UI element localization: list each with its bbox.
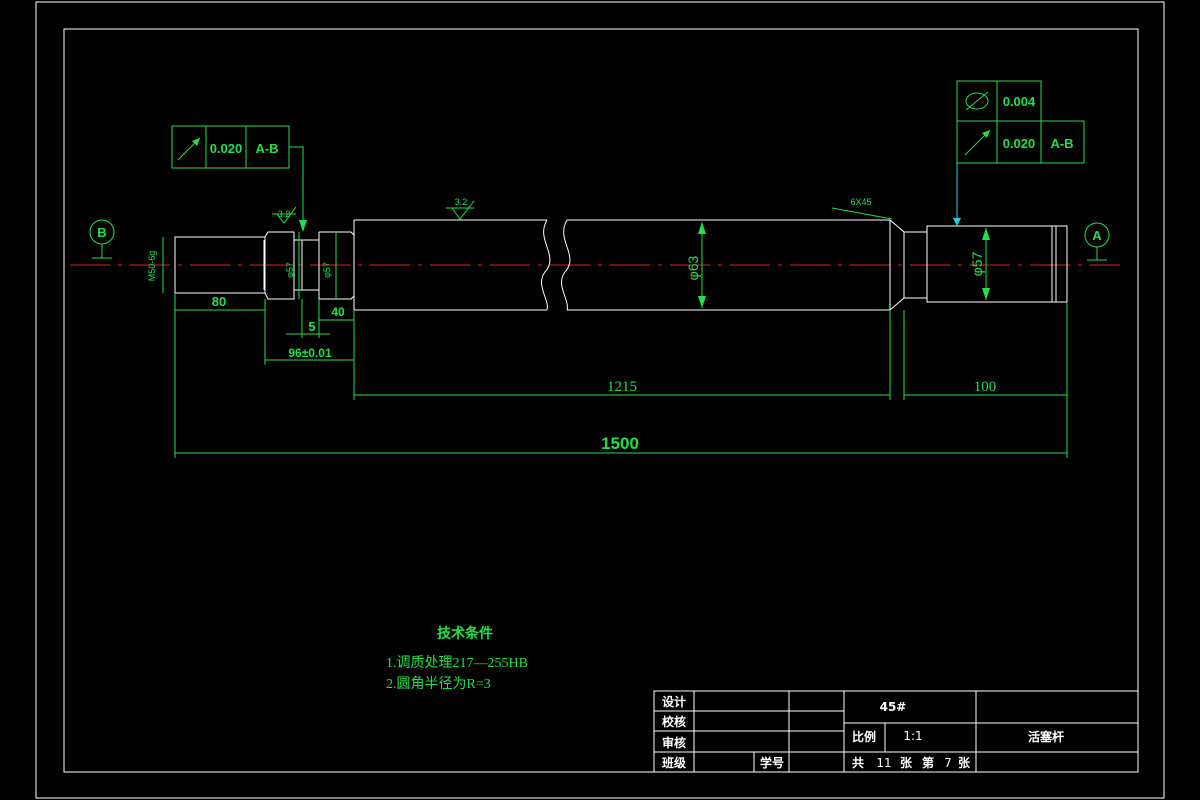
dim-phi57-a: φ57 [285, 262, 295, 278]
dim-phi63: φ63 [685, 255, 701, 280]
datum-b-label: B [97, 225, 106, 240]
tolerance-right-runout: 0.020 [1003, 136, 1036, 151]
dim-96: 96±0.01 [288, 346, 332, 360]
dim-40: 40 [331, 305, 345, 319]
tech-note-1: 1.调质处理217—255HB [386, 655, 528, 671]
tolerance-right-ref: A-B [1050, 136, 1073, 151]
tech-note-2: 2.圆角半径为R=3 [386, 676, 491, 692]
tb-no-label: 第 [922, 755, 934, 770]
outer-frame [35, 1, 1165, 799]
dim-1215: 1215 [607, 379, 637, 395]
tb-unit: 张 [900, 755, 913, 770]
datum-a-label: A [1092, 228, 1102, 243]
tech-notes-title: 技术条件 [437, 625, 493, 641]
tb-total-label: 共 [852, 755, 864, 770]
tech-notes: 技术条件 1.调质处理217—255HB 2.圆角半径为R=3 [386, 625, 528, 692]
tolerance-left-value: 0.020 [210, 141, 243, 156]
tolerance-frame-right: 0.004 0.020 A-B [953, 80, 1085, 226]
tb-design: 设计 [662, 694, 686, 709]
roughness-left: 3.2 [278, 209, 291, 219]
diameter-dims: M50-6g φ57 φ57 φ63 φ57 [147, 222, 990, 308]
dim-100: 100 [974, 379, 997, 395]
tb-scale: 1:1 [903, 729, 922, 743]
datum-b: B [89, 219, 115, 259]
roughness-symbols: 3.2 3.2 [272, 197, 475, 224]
chamfer-label: 6X45 [850, 197, 871, 207]
datum-a: A [1084, 222, 1110, 261]
dim-1500: 1500 [601, 434, 639, 453]
tb-review: 审核 [662, 735, 686, 750]
tb-check: 校核 [662, 714, 686, 729]
tb-no: 7 [944, 756, 952, 770]
dim-thread: M50-6g [147, 251, 157, 282]
dim-5: 5 [308, 319, 315, 334]
dim-phi57-right: φ57 [969, 251, 985, 276]
tb-scale-label: 比例 [852, 729, 876, 744]
tb-class: 班级 [662, 755, 686, 770]
dim-phi57-b: φ57 [322, 262, 332, 278]
dim-80: 80 [212, 294, 226, 309]
tolerance-frame-left: 0.020 A-B [171, 125, 307, 232]
title-block: 设计 校核 审核 班级 学号 45# 比例 1:1 活塞杆 共 11 张 第 7… [653, 690, 1139, 773]
roughness-middle: 3.2 [455, 197, 468, 207]
tolerance-circ-value: 0.004 [1003, 94, 1036, 109]
cylindricity-icon [965, 92, 989, 110]
tb-student-no: 学号 [760, 755, 784, 770]
length-dims: 80 5 40 96±0.01 1215 100 1500 [174, 293, 1068, 458]
tb-unit2: 张 [958, 755, 971, 770]
inner-frame [63, 28, 1139, 773]
tb-part-name: 活塞杆 [1028, 729, 1064, 744]
shaft-outline [174, 219, 1068, 311]
tolerance-left-ref: A-B [255, 141, 278, 156]
chamfer-note: 6X45 [831, 197, 893, 220]
tb-material: 45# [880, 700, 907, 714]
tb-total: 11 [876, 756, 891, 770]
